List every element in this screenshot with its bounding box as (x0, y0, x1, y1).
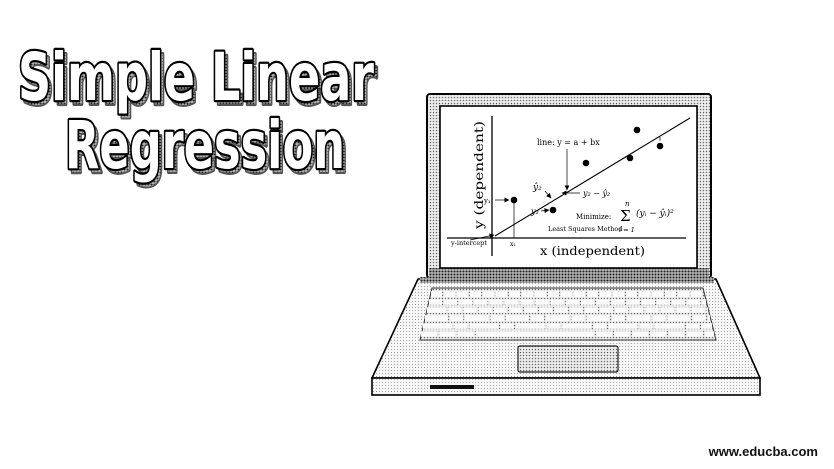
residual-label: y₂ − ŷ₂ (582, 189, 610, 198)
predicted-y2-arrow (544, 190, 552, 199)
x-axis-label: x (independent) (540, 244, 645, 258)
predicted-y2-label: ŷ₂ (532, 182, 542, 193)
data-point (633, 126, 641, 134)
sum-lower-limit: i = 1 (619, 226, 635, 234)
observed-y2-arrow (540, 208, 550, 214)
regression-diagram: y (dependent) x (independent) line: y = … (447, 116, 691, 258)
data-point (656, 142, 664, 150)
website-url: www.educba.com (708, 444, 818, 459)
y-intercept-label: y-intercept (450, 239, 487, 247)
data-point (549, 206, 557, 214)
laptop-slot (430, 385, 474, 389)
least-squares-method-label: Least Squares Method (548, 225, 622, 233)
observed-y2-label: y₂ (530, 207, 539, 216)
title-line-2: Regression (65, 107, 345, 184)
minimize-label: Minimize: (576, 213, 611, 221)
data-point (626, 154, 634, 162)
banner-title: Simple Linear Simple Linear Regression R… (16, 37, 380, 190)
sum-upper-limit: n (625, 200, 630, 208)
title-line-2-shadow: Regression (68, 111, 348, 188)
laptop-hinge (420, 277, 714, 283)
x1-label: x₁ (510, 241, 516, 248)
regression-line (494, 117, 691, 237)
sum-term: (yᵢ − ŷᵢ)² (636, 208, 674, 219)
title-line-1-shadow: Simple Linear (21, 43, 377, 120)
regression-line-label: line: y = a + bx (537, 138, 600, 147)
data-point (510, 196, 518, 204)
title-line-1: Simple Linear (18, 39, 374, 116)
y1-label: y₁ (483, 197, 491, 205)
laptop-front-edge (371, 377, 761, 396)
laptop-lid-bottom-edge (429, 268, 709, 277)
y-intercept-arrow (469, 233, 495, 241)
data-point (582, 159, 590, 167)
sum-symbol: Σ (620, 207, 631, 225)
touchpad (517, 345, 619, 373)
laptop-icon (370, 93, 762, 396)
y-axis-label: y (dependent) (472, 121, 486, 230)
